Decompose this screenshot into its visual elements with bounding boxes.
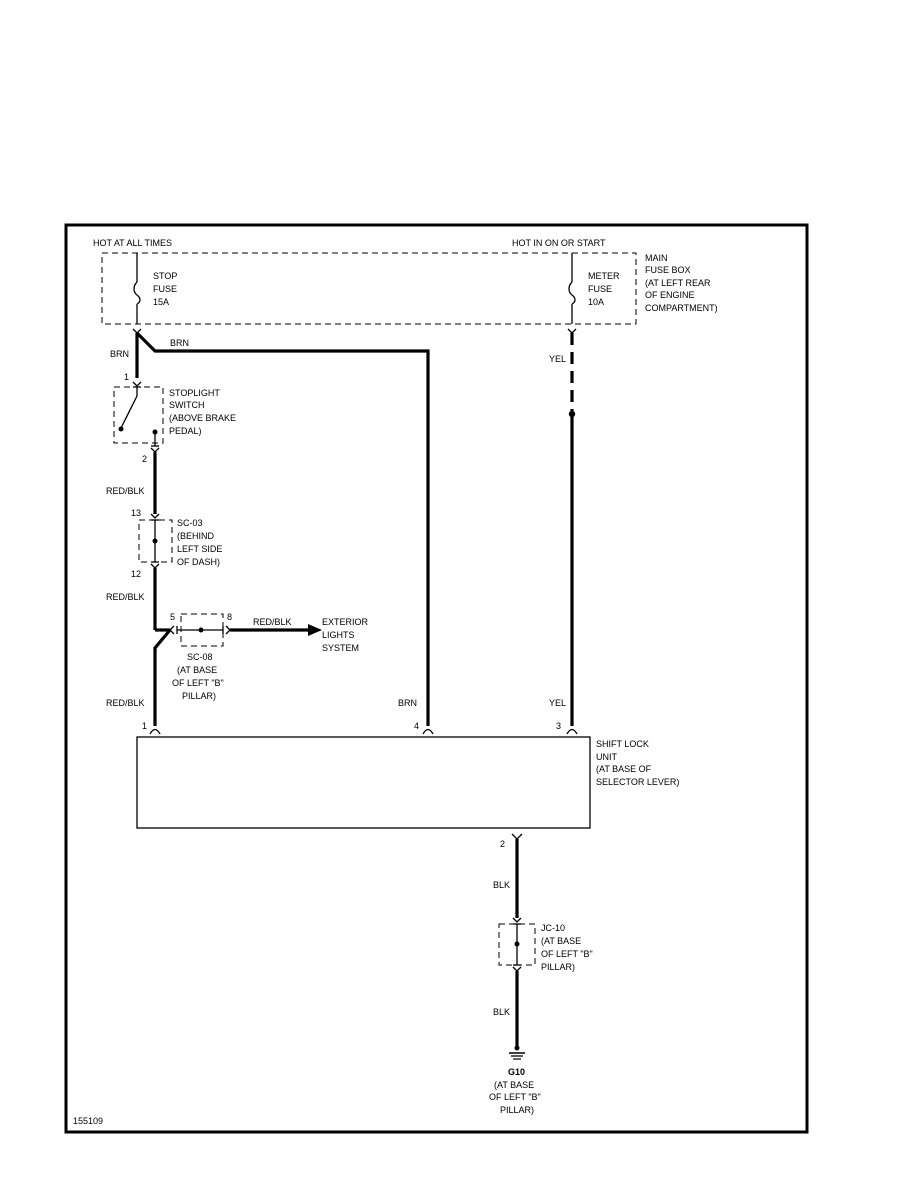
hot-in-on-or-start-label: HOT IN ON OR START <box>512 238 606 248</box>
svg-text:(ABOVE BRAKE: (ABOVE BRAKE <box>169 413 236 423</box>
svg-text:FUSE: FUSE <box>153 284 177 294</box>
shift-lock-unit-label: SHIFT LOCK UNIT (AT BASE OF SELECTOR LEV… <box>596 739 679 787</box>
svg-text:LEFT SIDE: LEFT SIDE <box>177 544 222 554</box>
svg-text:PEDAL): PEDAL) <box>169 426 202 436</box>
wire-label-brn-3: BRN <box>398 698 417 708</box>
svg-text:OF LEFT "B": OF LEFT "B" <box>489 1092 541 1102</box>
svg-text:COMPARTMENT): COMPARTMENT) <box>645 303 718 313</box>
wire-label-red-blk-4: RED/BLK <box>106 698 145 708</box>
wire-label-red-blk-3: RED/BLK <box>253 617 292 627</box>
svg-text:STOP: STOP <box>153 271 177 281</box>
shift-lock-unit-box <box>136 736 591 829</box>
switch-pin-1: 1 <box>124 372 129 382</box>
svg-text:OF DASH): OF DASH) <box>177 557 220 567</box>
svg-text:15A: 15A <box>153 297 169 307</box>
wire-label-red-blk-1: RED/BLK <box>106 486 145 496</box>
svg-text:(AT LEFT REAR: (AT LEFT REAR <box>645 278 711 288</box>
svg-text:PILLAR): PILLAR) <box>182 691 216 701</box>
svg-text:OF LEFT "B": OF LEFT "B" <box>172 678 224 688</box>
sc03-label: SC-03 (BEHIND LEFT SIDE OF DASH) <box>177 518 222 567</box>
switch-contact-icon <box>120 395 138 429</box>
exterior-lights-label: EXTERIOR LIGHTS SYSTEM <box>322 617 369 653</box>
svg-text:OF ENGINE: OF ENGINE <box>645 290 695 300</box>
svg-text:METER: METER <box>588 271 620 281</box>
svg-text:(AT BASE: (AT BASE <box>494 1080 534 1090</box>
svg-text:FUSE: FUSE <box>588 284 612 294</box>
wire-red-blk-to-shift-lock <box>153 628 172 726</box>
main-fuse-box <box>101 252 637 325</box>
svg-text:SHIFT LOCK: SHIFT LOCK <box>596 739 649 749</box>
sc08-label: SC-08 (AT BASE OF LEFT "B" PILLAR) <box>172 652 224 701</box>
arrow-right-icon <box>308 624 322 636</box>
svg-text:JC-10: JC-10 <box>541 923 565 933</box>
shift-lock-pin-2: 2 <box>500 839 505 849</box>
sc03-pin-12: 12 <box>131 569 141 579</box>
svg-text:FUSE BOX: FUSE BOX <box>645 265 691 275</box>
wire-label-blk-1: BLK <box>493 880 510 890</box>
jc10-label: JC-10 (AT BASE OF LEFT "B" PILLAR) <box>541 923 593 972</box>
shift-lock-pin-4: 4 <box>414 721 419 731</box>
figure-id: 155109 <box>73 1116 103 1126</box>
svg-text:SWITCH: SWITCH <box>169 400 205 410</box>
svg-text:(BEHIND: (BEHIND <box>177 531 215 541</box>
svg-text:(AT BASE: (AT BASE <box>541 936 581 946</box>
ground-label: (AT BASE OF LEFT "B" PILLAR) <box>489 1080 541 1115</box>
svg-text:LIGHTS: LIGHTS <box>322 630 355 640</box>
svg-text:PILLAR): PILLAR) <box>541 962 575 972</box>
sc08-pin-8: 8 <box>227 612 232 622</box>
ground-icon <box>509 1052 525 1060</box>
svg-text:UNIT: UNIT <box>596 752 617 762</box>
wire-brn-to-shift-lock <box>135 331 430 726</box>
ground-id: G10 <box>508 1067 525 1077</box>
svg-text:STOPLIGHT: STOPLIGHT <box>169 388 220 398</box>
stoplight-switch-box <box>113 386 164 444</box>
hot-at-all-times-label: HOT AT ALL TIMES <box>93 238 172 248</box>
meter-fuse-icon <box>568 281 576 305</box>
meter-fuse-label: METER FUSE 10A <box>588 271 620 307</box>
sc08-pin-5: 5 <box>170 612 175 622</box>
svg-text:SC-08: SC-08 <box>187 652 213 662</box>
stop-fuse-label: STOP FUSE 15A <box>153 271 177 307</box>
svg-text:OF LEFT "B": OF LEFT "B" <box>541 949 593 959</box>
svg-text:PILLAR): PILLAR) <box>500 1105 534 1115</box>
svg-text:EXTERIOR: EXTERIOR <box>322 617 369 627</box>
diagram-border <box>64 223 809 1134</box>
svg-text:10A: 10A <box>588 297 604 307</box>
svg-text:SELECTOR LEVER): SELECTOR LEVER) <box>596 777 679 787</box>
wire-label-blk-2: BLK <box>493 1007 510 1017</box>
sc03-pin-13: 13 <box>131 508 141 518</box>
wire-label-red-blk-2: RED/BLK <box>106 592 145 602</box>
stop-fuse-icon <box>133 281 141 305</box>
svg-text:SYSTEM: SYSTEM <box>322 643 359 653</box>
wire-label-brn-2: BRN <box>170 338 189 348</box>
svg-text:MAIN: MAIN <box>645 253 668 263</box>
svg-text:SC-03: SC-03 <box>177 518 203 528</box>
switch-pin-2: 2 <box>142 454 147 464</box>
svg-text:(AT BASE OF: (AT BASE OF <box>596 764 652 774</box>
shift-lock-pin-3: 3 <box>556 721 561 731</box>
svg-text:(AT BASE: (AT BASE <box>177 665 217 675</box>
wire-label-brn-1: BRN <box>110 349 129 359</box>
stoplight-switch-label: STOPLIGHT SWITCH (ABOVE BRAKE PEDAL) <box>169 388 236 436</box>
main-fuse-box-label: MAIN FUSE BOX (AT LEFT REAR OF ENGINE CO… <box>645 253 718 313</box>
wire-label-yel-2: YEL <box>549 698 566 708</box>
shift-lock-pin-1: 1 <box>142 721 147 731</box>
wire-label-yel-1: YEL <box>549 354 566 364</box>
